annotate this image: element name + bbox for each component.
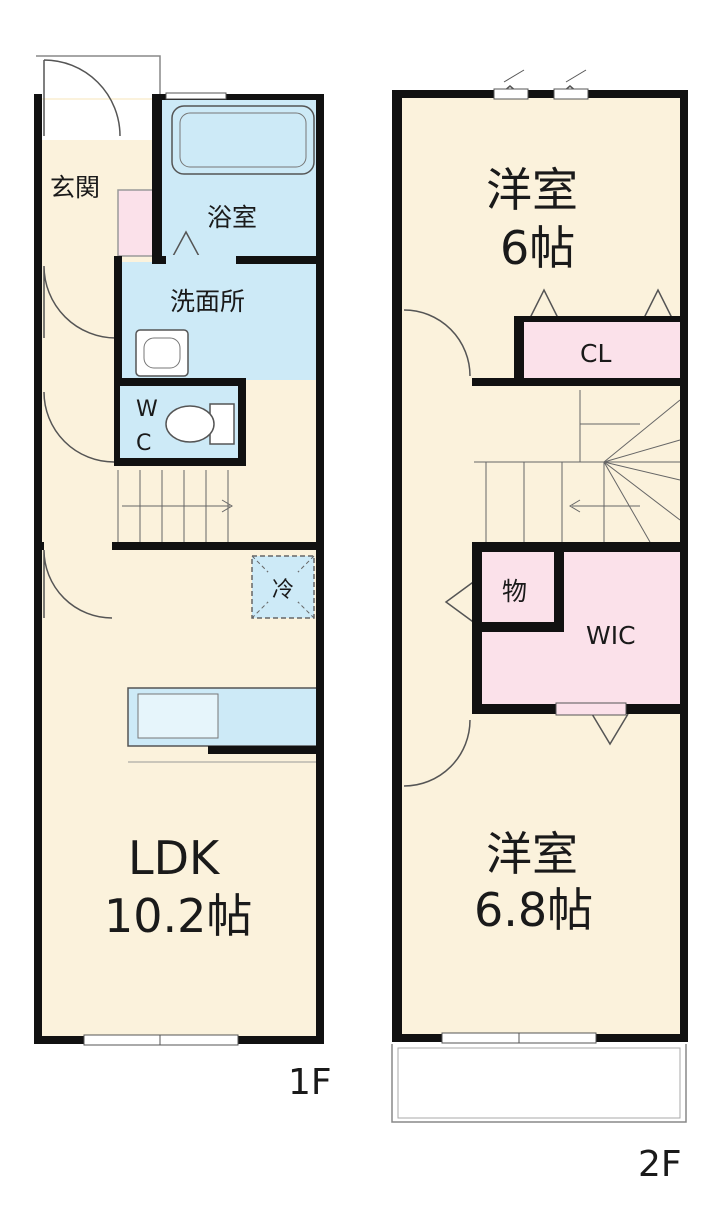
f1-stairs [117, 470, 233, 542]
toilet-icon [165, 405, 215, 443]
floor-1: 玄関 浴室 洗面所 W C 冷 LDK 10.2帖 1F [34, 55, 332, 1103]
fridge-label-bg [268, 572, 298, 602]
room-label-wc-c: C [136, 431, 151, 456]
wc-door-swing-icon [43, 391, 115, 463]
kitchen-back-wall [208, 746, 320, 754]
wic-door-gap [555, 702, 627, 716]
ldk-door-swing-icon [43, 549, 113, 619]
room-label-washroom: 洗面所 [170, 287, 245, 316]
bathtub-icon [171, 105, 315, 175]
storage-label: 物 [502, 577, 527, 606]
north-window-2 [553, 88, 589, 100]
f2-stairs [474, 390, 681, 543]
entrance-door-swing-icon [43, 59, 121, 137]
closet-door-icon-2 [643, 288, 673, 319]
wash-basin-icon [135, 329, 189, 377]
wic-area [480, 552, 680, 706]
room-label-north-western: 洋室 [486, 163, 578, 217]
hall-door-swing-icon [43, 265, 117, 339]
fridge-label: 冷 [272, 578, 294, 603]
closet-area [522, 320, 680, 380]
room-size-ldk: 10.2帖 [104, 889, 252, 943]
genkan-white [40, 100, 158, 140]
wash-basin-bowl [143, 337, 181, 369]
north-window-1 [493, 88, 529, 100]
north-room-door-swing-icon [403, 309, 471, 377]
room-size-south-western: 6.8帖 [474, 883, 593, 937]
closet-label: CL [580, 339, 611, 368]
room-label-genkan: 玄関 [50, 173, 100, 202]
room-label-wc-w: W [136, 397, 158, 422]
floor-label-1f: 1F [288, 1062, 332, 1103]
storage-area [480, 552, 554, 624]
wic-label: WIC [586, 621, 636, 650]
storage-door-icon [444, 579, 477, 625]
balcony [391, 1044, 687, 1123]
washroom-door-gap [166, 255, 236, 265]
wic-door-icon [591, 713, 629, 746]
bath-door-icon [171, 230, 201, 259]
room-label-south-western: 洋室 [486, 827, 578, 881]
south-room-door-swing-icon [403, 719, 471, 787]
floor-2: 洋室 6帖 CL 物 WIC 洋室 6.8帖 2F [391, 69, 688, 1185]
closet-door-icon-1 [529, 288, 559, 319]
kitchen-sink-icon [137, 693, 219, 739]
shoe-cabinet [117, 189, 159, 257]
room-label-bath: 浴室 [207, 203, 257, 232]
bath-window [165, 92, 227, 100]
floor-label-2f: 2F [638, 1144, 682, 1185]
room-label-ldk: LDK [128, 831, 221, 885]
ldk-window [83, 1034, 239, 1046]
room-size-north-western: 6帖 [500, 221, 575, 275]
entrance-porch [36, 55, 161, 96]
bathtub-inner [179, 112, 307, 168]
